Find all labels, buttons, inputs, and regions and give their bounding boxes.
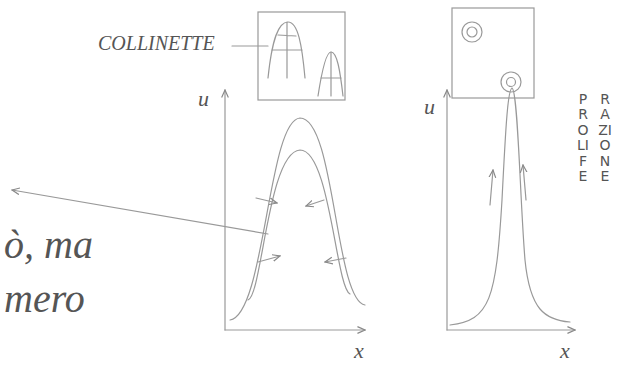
vertical-label: RAZIONE bbox=[598, 92, 612, 184]
map-box bbox=[452, 8, 534, 98]
hill bbox=[318, 52, 343, 96]
axis-label: u bbox=[424, 94, 435, 119]
y-axis bbox=[224, 90, 225, 330]
handwritten-note: mero bbox=[4, 276, 85, 322]
contour-circle bbox=[467, 27, 477, 37]
hill bbox=[268, 22, 305, 78]
growth-arrow bbox=[523, 165, 526, 200]
peak-curve bbox=[450, 88, 570, 325]
contour-circle bbox=[507, 78, 516, 87]
handwritten-note: ò, ma bbox=[4, 222, 93, 268]
axis-label: x bbox=[560, 338, 570, 363]
axis-label: x bbox=[354, 338, 364, 363]
diffusion-arrow bbox=[325, 258, 346, 262]
map-box bbox=[258, 12, 345, 100]
leader-line bbox=[232, 45, 268, 46]
x-axis bbox=[447, 329, 575, 330]
growth-arrow bbox=[490, 170, 493, 205]
hill-contour bbox=[321, 52, 341, 96]
flattened-curve bbox=[248, 150, 350, 300]
bell-curve bbox=[230, 118, 365, 320]
hill-contour bbox=[272, 22, 302, 78]
x-axis bbox=[225, 329, 365, 330]
contour-circle bbox=[462, 22, 482, 42]
callout-label: COLLINETTE bbox=[98, 32, 215, 55]
diffusion-arrow bbox=[256, 198, 277, 203]
axis-label: u bbox=[198, 86, 209, 111]
vertical-label: PROLIFE bbox=[576, 92, 590, 184]
diffusion-arrow bbox=[306, 200, 324, 206]
y-axis bbox=[446, 90, 447, 330]
diffusion-arrow bbox=[258, 256, 280, 262]
